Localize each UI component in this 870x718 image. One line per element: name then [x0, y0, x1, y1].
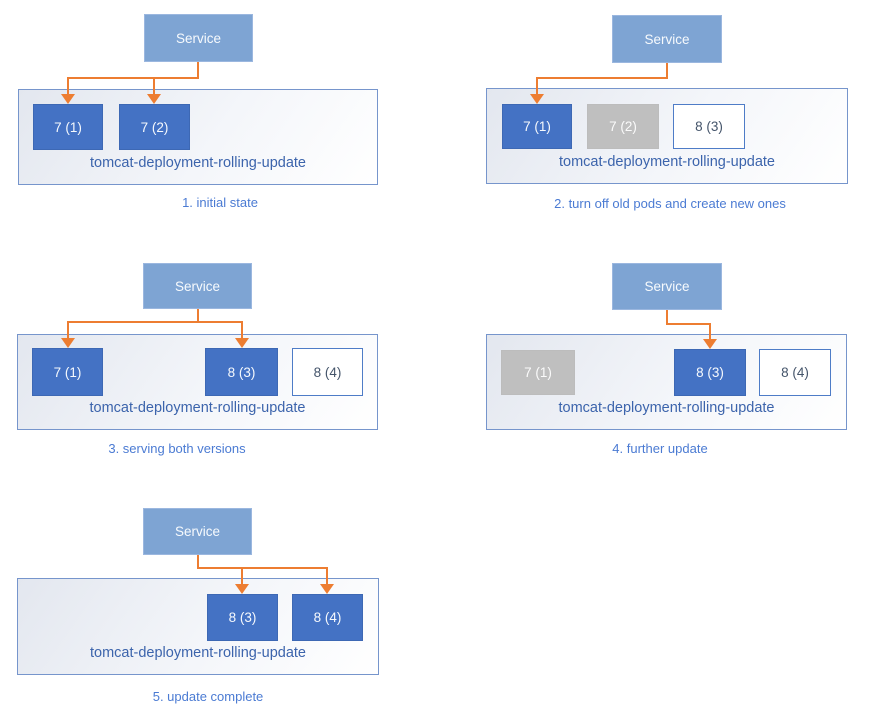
arrow-stem [197, 309, 199, 323]
panel-serving-both-versions: Service tomcat-deployment-rolling-update 7… [0, 240, 435, 480]
pod-7-1: 7 (1) [502, 104, 572, 149]
deployment-label: tomcat-deployment-rolling-update [89, 400, 306, 416]
pod-7-2: 7 (2) [119, 104, 190, 150]
pod-7-1: 7 (1) [32, 348, 103, 396]
arrow-horizontal [197, 567, 328, 569]
panel-caption: 4. further update [612, 441, 708, 456]
panel-caption: 2. turn off old pods and create new ones [554, 196, 786, 211]
arrow-horizontal [536, 77, 668, 79]
arrow-stem [666, 310, 668, 325]
service-label: Service [644, 31, 690, 47]
pod-8-4: 8 (4) [292, 348, 363, 396]
arrow-head-icon [530, 94, 544, 104]
panel-further-update: Service tomcat-deployment-rolling-update 7… [435, 240, 870, 480]
pod-label: 7 (1) [523, 119, 551, 134]
panel-initial-state: Service tomcat-deployment-rolling-update 7… [0, 0, 435, 240]
pod-label: 8 (4) [313, 364, 342, 380]
arrow-stem [666, 63, 668, 79]
pod-7-1: 7 (1) [33, 104, 103, 150]
pod-label: 7 (1) [54, 119, 82, 135]
pod-8-4: 8 (4) [292, 594, 363, 641]
pod-label: 8 (3) [696, 365, 724, 380]
pod-label: 8 (3) [695, 119, 723, 134]
deployment-label: tomcat-deployment-rolling-update [90, 645, 306, 661]
arrow-head-icon [703, 339, 717, 349]
pod-8-3: 8 (3) [207, 594, 278, 641]
service-box: Service [612, 15, 722, 63]
service-box: Service [144, 14, 253, 62]
arrow-stem [197, 555, 199, 569]
service-label: Service [175, 30, 221, 46]
arrow-drop [241, 321, 243, 339]
arrow-head-icon [235, 584, 249, 594]
arrow-drop [153, 77, 155, 95]
pod-label: 8 (3) [227, 364, 256, 380]
arrow-drop [536, 77, 538, 95]
arrow-head-icon [61, 94, 75, 104]
arrow-drop [241, 567, 243, 585]
pod-8-4: 8 (4) [759, 349, 831, 396]
service-box: Service [143, 263, 252, 309]
service-label: Service [644, 279, 690, 294]
pod-label: 7 (1) [53, 364, 82, 380]
panel-turn-off-old-pods: Service tomcat-deployment-rolling-update 7… [435, 0, 870, 240]
arrow-stem [197, 62, 199, 79]
pod-8-3: 8 (3) [674, 349, 746, 396]
service-box: Service [612, 263, 722, 310]
pod-label: 7 (2) [609, 119, 637, 134]
arrow-drop [67, 321, 69, 339]
arrow-horizontal [67, 77, 199, 79]
service-label: Service [174, 524, 220, 539]
pod-label: 7 (1) [524, 365, 552, 380]
pod-label: 8 (4) [313, 610, 342, 625]
arrow-horizontal [67, 321, 243, 323]
panel-update-complete: Service tomcat-deployment-rolling-update 8… [0, 480, 435, 718]
arrow-head-icon [320, 584, 334, 594]
arrow-head-icon [235, 338, 249, 348]
panel-caption: 3. serving both versions [108, 441, 246, 456]
deployment-label: tomcat-deployment-rolling-update [90, 155, 306, 171]
pod-7-1: 7 (1) [501, 350, 575, 395]
pod-8-3: 8 (3) [205, 348, 278, 396]
arrow-head-icon [147, 94, 161, 104]
pod-8-3: 8 (3) [673, 104, 745, 149]
pod-label: 8 (4) [781, 365, 809, 380]
arrow-drop [326, 567, 328, 585]
pod-7-2: 7 (2) [587, 104, 659, 149]
arrow-drop [709, 323, 711, 340]
deployment-label: tomcat-deployment-rolling-update [558, 400, 775, 416]
service-box: Service [143, 508, 252, 555]
panel-caption: 1. initial state [182, 195, 258, 210]
service-label: Service [174, 278, 220, 294]
deployment-label: tomcat-deployment-rolling-update [559, 154, 775, 170]
arrow-drop [67, 77, 69, 95]
pod-label: 7 (2) [140, 119, 169, 135]
panel-caption: 5. update complete [152, 689, 264, 704]
arrow-horizontal [666, 323, 711, 325]
pod-label: 8 (3) [228, 610, 257, 625]
arrow-head-icon [61, 338, 75, 348]
